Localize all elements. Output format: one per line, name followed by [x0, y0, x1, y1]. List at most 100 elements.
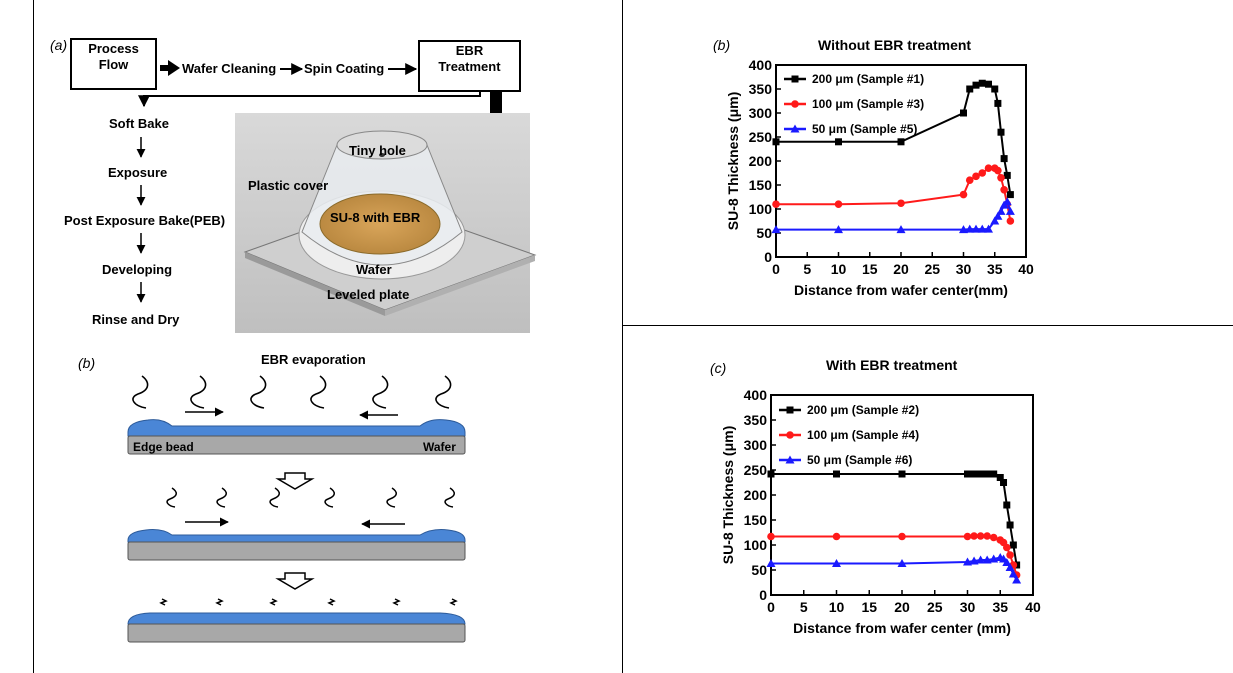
step-soft-bake: Soft Bake	[109, 116, 169, 131]
series-group	[772, 79, 1014, 199]
data-point	[960, 109, 967, 117]
data-point	[897, 559, 907, 567]
data-point	[772, 138, 780, 146]
data-point	[964, 470, 971, 478]
y-tick-label: 0	[759, 587, 767, 603]
data-point	[766, 559, 776, 567]
data-point	[1000, 155, 1008, 163]
data-point	[835, 138, 842, 146]
y-axis-label: SU-8 Thickness (μm)	[720, 426, 736, 565]
data-point	[978, 169, 987, 177]
legend-marker	[786, 431, 794, 439]
x-tick-label: 20	[893, 261, 909, 277]
legend-marker	[785, 455, 795, 464]
y-tick-label: 250	[744, 462, 768, 478]
y-tick-label: 100	[749, 201, 773, 217]
data-point	[832, 559, 841, 567]
x-axis-label: Distance from wafer center (mm)	[793, 620, 1011, 636]
chart-title: Without EBR treatment	[818, 37, 971, 53]
data-point	[1005, 206, 1015, 215]
x-tick-label: 35	[992, 599, 1008, 615]
vapor-squiggle-icon	[159, 598, 168, 606]
plate-edge	[245, 252, 385, 316]
y-tick-label: 0	[764, 249, 772, 265]
data-point	[970, 470, 978, 478]
step-exposure: Exposure	[108, 165, 168, 180]
data-point	[989, 533, 998, 542]
ebr-evaporation-title: EBR evaporation	[261, 352, 366, 367]
vapor-squiggle-icon	[215, 598, 224, 606]
resist-layer-2	[127, 529, 466, 543]
figure-frame	[33, 0, 1233, 673]
data-point	[971, 224, 981, 233]
ebr-treatment-label: EBR Treatment	[438, 43, 501, 74]
data-point	[1003, 171, 1011, 179]
process-arrow-down-icon	[275, 472, 315, 490]
series-group	[767, 470, 1021, 569]
data-point	[772, 200, 780, 208]
thick-arrow-right-icon	[160, 60, 180, 76]
data-point	[898, 470, 906, 478]
data-point	[994, 99, 1002, 107]
x-tick-label: 40	[1025, 599, 1041, 615]
chart-panel-label: (b)	[713, 37, 730, 53]
data-point	[959, 225, 968, 234]
data-point	[1005, 563, 1015, 571]
legend-entry: 200 μm (Sample #1)	[812, 72, 924, 86]
vapor-squiggle-icon	[449, 598, 458, 606]
series-line	[771, 473, 1018, 566]
legend-entry: 50 μm (Sample #6)	[807, 453, 912, 467]
data-point	[997, 174, 1005, 182]
vapor-squiggle-icon	[386, 487, 397, 508]
series-line	[771, 535, 1018, 576]
left-border	[33, 0, 34, 673]
data-point	[996, 474, 1004, 481]
chart-panel-label: (c)	[710, 360, 726, 376]
data-point	[832, 532, 841, 541]
data-point	[983, 532, 991, 540]
y-tick-label: 350	[744, 412, 768, 428]
edge-bead-label: Edge bead	[133, 440, 194, 454]
vapor-squiggle-icon	[435, 375, 452, 409]
y-tick-label: 50	[756, 225, 772, 241]
data-point	[963, 557, 972, 566]
step-peb: Post Exposure Bake(PEB)	[64, 213, 226, 228]
wafer-cleaning-label: Wafer Cleaning	[182, 61, 277, 76]
x-tick-label: 0	[767, 599, 775, 615]
data-point	[771, 225, 781, 234]
data-point	[982, 555, 992, 564]
x-tick-label: 20	[894, 599, 910, 615]
vapor-squiggle-icon	[166, 487, 177, 508]
resist-layer-3	[127, 612, 466, 625]
vapor-squiggle-icon	[444, 487, 455, 508]
data-point	[993, 211, 1003, 220]
step-rinse-dry: Rinse and Dry	[92, 312, 180, 327]
evaporation-diagram	[127, 375, 466, 643]
data-point	[997, 128, 1005, 136]
y-tick-label: 400	[744, 387, 768, 403]
ebr-treatment-box	[418, 40, 521, 92]
x-axis-label: Distance from wafer center(mm)	[794, 282, 1008, 298]
vapor-squiggle-icon	[327, 598, 336, 606]
series-line	[776, 199, 1012, 231]
vapor-squiggle-icon	[216, 487, 227, 508]
x-tick-label: 0	[772, 261, 780, 277]
spin-coating-label: Spin Coating	[304, 61, 385, 76]
return-connector	[138, 91, 481, 108]
legend-entry: 100 μm (Sample #4)	[807, 428, 919, 442]
data-point	[1006, 551, 1014, 559]
x-tick-label: 40	[1018, 261, 1034, 277]
legend-entry: 50 μm (Sample #5)	[812, 122, 917, 136]
data-point	[990, 470, 998, 478]
wafer-1	[127, 435, 466, 455]
data-point	[897, 138, 905, 146]
x-tick-label: 10	[831, 261, 847, 277]
x-tick-label: 30	[956, 261, 972, 277]
vapor-squiggle-icon	[190, 375, 207, 409]
tiny-hole-mark	[379, 153, 385, 157]
data-point	[983, 470, 991, 478]
x-tick-label: 15	[861, 599, 877, 615]
data-point	[989, 554, 999, 563]
panel-b-left-label: (b)	[78, 355, 96, 371]
